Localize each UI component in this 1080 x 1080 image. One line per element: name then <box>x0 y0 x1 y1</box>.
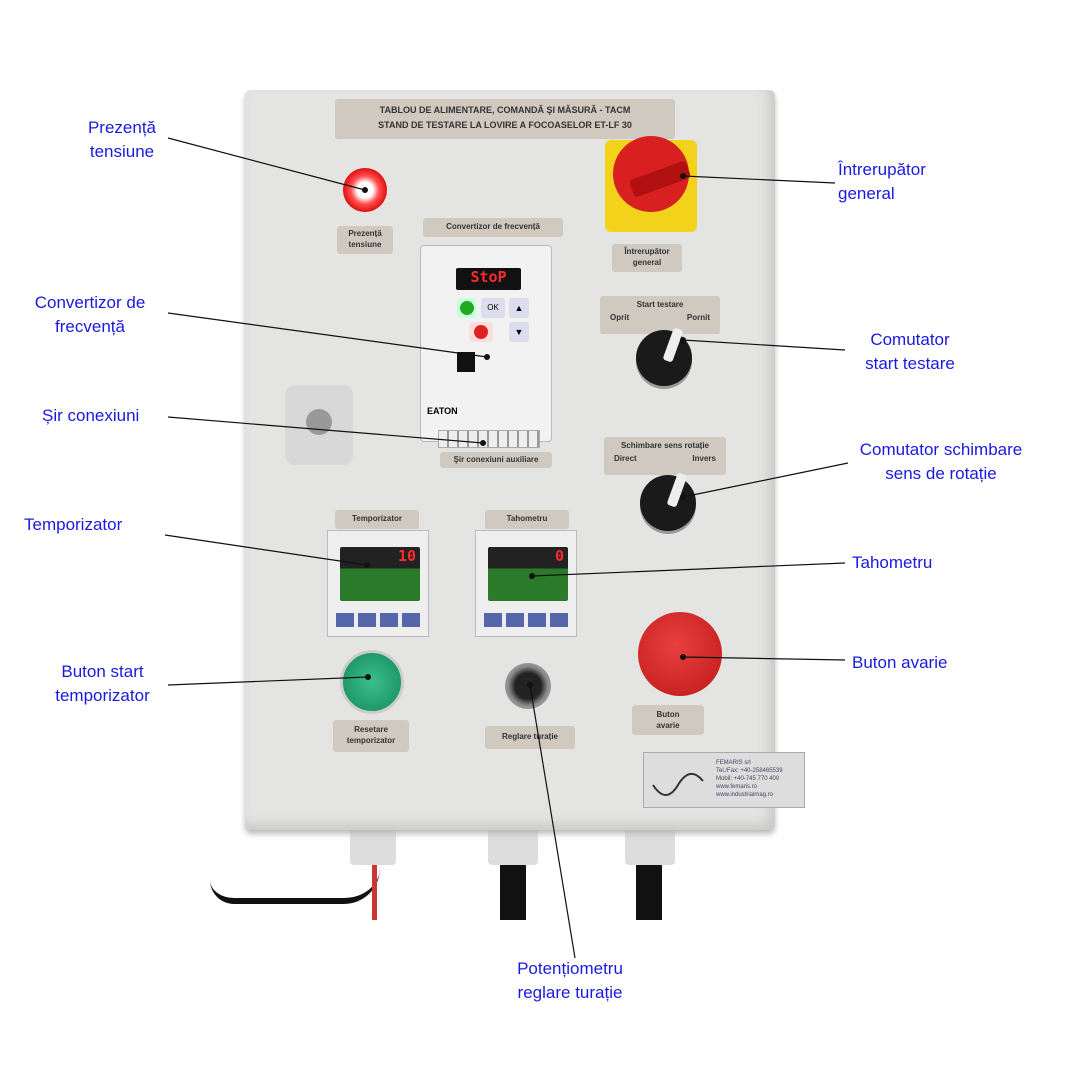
title-line-1: TABLOU DE ALIMENTARE, COMANDĂ ŞI MĂSURĂ … <box>379 105 631 115</box>
leader-sir <box>167 416 484 444</box>
cable-red <box>372 860 377 920</box>
cable-gland-middle <box>488 825 538 865</box>
plate-buton-avarie: Buton avarie <box>632 705 704 735</box>
tacho-buttons[interactable] <box>484 613 568 627</box>
annotation-buton-avarie: Buton avarie <box>852 653 948 672</box>
plate-prezenta: Prezență tensiune <box>337 226 393 254</box>
leader-buton-avarie <box>682 656 846 661</box>
vfd-stop-button[interactable] <box>469 322 493 342</box>
plate-temporizator: Temporizator <box>335 510 419 529</box>
vfd-port <box>457 352 475 372</box>
company-website-link[interactable]: www.femaris.ro <box>716 784 758 790</box>
leader-convertizor <box>167 312 488 358</box>
vfd-down-button[interactable]: ▼ <box>509 322 529 342</box>
plate-tahometru: Tahometru <box>485 510 569 529</box>
annotation-sir-conexiuni: Șir conexiuni <box>42 406 140 425</box>
cable-gland-right <box>625 825 675 865</box>
rotation-direction-selector[interactable] <box>640 472 696 531</box>
leader-buton-start <box>167 676 369 686</box>
leader-tahometru <box>531 562 846 577</box>
title-line-2: STAND DE TESTARE LA LOVIRE A FOCOASELOR … <box>378 120 632 130</box>
leader-prezenta <box>167 137 366 191</box>
tacho-display: 0 <box>488 547 568 601</box>
vfd-ok-button[interactable]: OK <box>481 298 505 318</box>
leader-potentiometru <box>529 684 576 959</box>
annotation-temporizator: Temporizator <box>24 515 123 534</box>
vfd-brand: EATON <box>427 406 458 416</box>
vfd-display: StoP <box>456 268 521 290</box>
frequency-converter: StoP OK ▲ ▼ EATON <box>420 245 552 442</box>
plate-intrerupator: Întrerupător general <box>612 244 682 272</box>
leader-comutator-sens <box>682 462 849 498</box>
leader-comutator-start <box>682 339 846 351</box>
tachometer-device: 0 <box>475 530 577 637</box>
timer-device: 10 <box>327 530 429 637</box>
timer-start-button[interactable] <box>340 650 404 714</box>
leader-intrerupator <box>682 175 836 184</box>
timer-display: 10 <box>340 547 420 601</box>
annotation-tahometru: Tahometru <box>852 553 933 572</box>
main-switch[interactable] <box>605 136 697 232</box>
timer-buttons[interactable] <box>336 613 420 627</box>
company-logo-icon <box>652 773 704 796</box>
emergency-button[interactable] <box>638 612 722 696</box>
plate-resetare: Resetare temporizator <box>333 720 409 752</box>
plate-reglare: Reglare turație <box>485 726 575 749</box>
key-lock[interactable] <box>285 385 353 465</box>
cable-left <box>210 868 380 904</box>
company-plate: FEMARIS srl Tel./Fax: +40-258465539 Mobi… <box>643 752 805 808</box>
leader-temporizator <box>164 534 368 566</box>
cable-gland-left <box>350 825 396 865</box>
vfd-run-button[interactable] <box>457 298 477 318</box>
company-shop-link[interactable]: www.industrialmag.ro <box>716 792 774 798</box>
plate-sir: Şir conexiuni auxiliare <box>440 452 552 468</box>
plate-convertizor: Convertizor de frecvență <box>423 218 563 237</box>
vfd-up-button[interactable]: ▲ <box>509 298 529 318</box>
title-plate: TABLOU DE ALIMENTARE, COMANDĂ ŞI MĂSURĂ … <box>335 99 675 139</box>
